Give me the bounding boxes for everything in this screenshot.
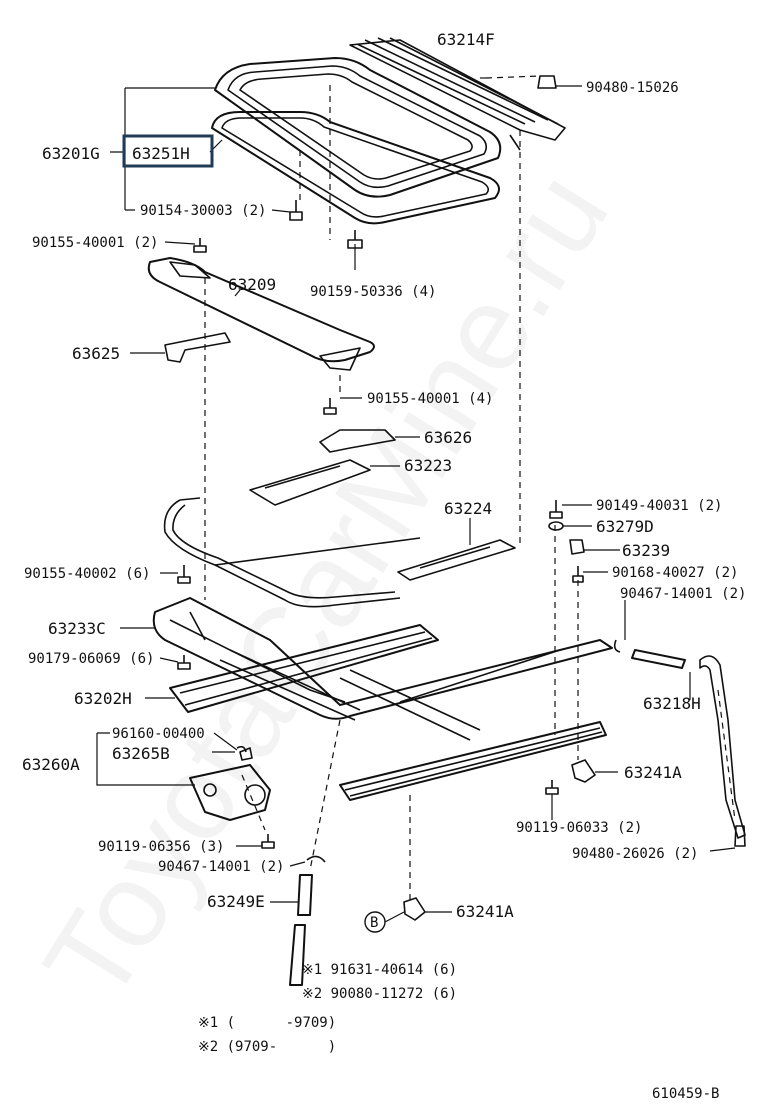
label-90155-40002: 90155-40002 (6)	[24, 566, 150, 582]
label-90080-11272: ※2 90080-11272 (6)	[302, 986, 457, 1002]
label-63239: 63239	[622, 541, 670, 560]
label-90155-40001-b: 90155-40001 (4)	[367, 391, 493, 407]
callout-b-label: B	[370, 915, 378, 931]
label-90154-30003: 90154-30003 (2)	[140, 203, 266, 219]
label-96160-00400: 96160-00400	[112, 726, 205, 742]
label-90467-14001-a: 90467-14001 (2)	[620, 586, 746, 602]
callout-b-circle	[364, 911, 386, 933]
label-90467-14001-b: 90467-14001 (2)	[158, 859, 284, 875]
label-63251h: 63251H	[132, 144, 190, 163]
weatherstrip-shape	[211, 111, 500, 225]
label-91631-40614: ※1 91631-40614 (6)	[302, 962, 457, 978]
label-90179-06069: 90179-06069 (6)	[28, 651, 154, 667]
label-90119-06356: 90119-06356 (3)	[98, 839, 224, 855]
label-63214f: 63214F	[437, 30, 495, 49]
footnote-2: ※2 (9709- )	[198, 1039, 336, 1055]
label-90155-40001-a: 90155-40001 (2)	[32, 235, 158, 251]
bracket-63625-shape	[164, 332, 231, 363]
motor-assembly-shape	[189, 747, 271, 821]
deflector-rail-shape	[349, 37, 566, 151]
glass-panel-shape	[214, 57, 502, 198]
bracket-63241a-shape-2	[403, 897, 426, 921]
label-63224: 63224	[444, 499, 492, 518]
label-90480-15026: 90480-15026	[586, 80, 679, 96]
label-63249e: 63249E	[207, 892, 265, 911]
label-63209: 63209	[228, 275, 276, 294]
label-63260a: 63260A	[22, 755, 80, 774]
highlight-box-63251h	[122, 134, 214, 168]
drain-hose-shape	[631, 649, 746, 839]
bracket-63241a-shape-1	[571, 759, 596, 783]
label-63625: 63625	[72, 344, 120, 363]
diagram-id: 610459-B	[652, 1086, 719, 1102]
crossbar-shape	[219, 649, 561, 741]
footnote-1: ※1 ( -9709)	[198, 1015, 336, 1031]
rear-drain-hose-shape	[289, 874, 313, 986]
glass-bolts	[193, 200, 363, 253]
leader-lines	[96, 77, 736, 923]
label-90480-26026: 90480-26026 (2)	[572, 846, 698, 862]
alignment-lines	[204, 75, 736, 900]
guide-rail-63224-shape	[397, 539, 516, 581]
label-63223: 63223	[404, 456, 452, 475]
label-90119-06033: 90119-06033 (2)	[516, 820, 642, 836]
bracket-63626-shape	[319, 429, 396, 453]
watermark-text: ToyotaCarMine.ru	[18, 150, 634, 1024]
rear-frame-shape	[147, 257, 375, 371]
label-63202h: 63202H	[74, 689, 132, 708]
label-63241a-1: 63241A	[624, 763, 682, 782]
label-90168-40027: 90168-40027 (2)	[612, 565, 738, 581]
label-63265b: 63265B	[112, 744, 170, 763]
cable-housing-shape	[163, 499, 401, 608]
label-63233c: 63233C	[48, 619, 106, 638]
label-63218h: 63218H	[643, 694, 701, 713]
label-63279d: 63279D	[596, 517, 654, 536]
side-rail-shape	[169, 624, 607, 801]
label-90149-40031: 90149-40031 (2)	[596, 498, 722, 514]
label-63241a-2: 63241A	[456, 902, 514, 921]
label-63626: 63626	[424, 428, 472, 447]
label-90159-50336: 90159-50336 (4)	[310, 284, 436, 300]
cable-guide-shape	[249, 459, 371, 506]
label-63201g: 63201G	[42, 144, 100, 163]
